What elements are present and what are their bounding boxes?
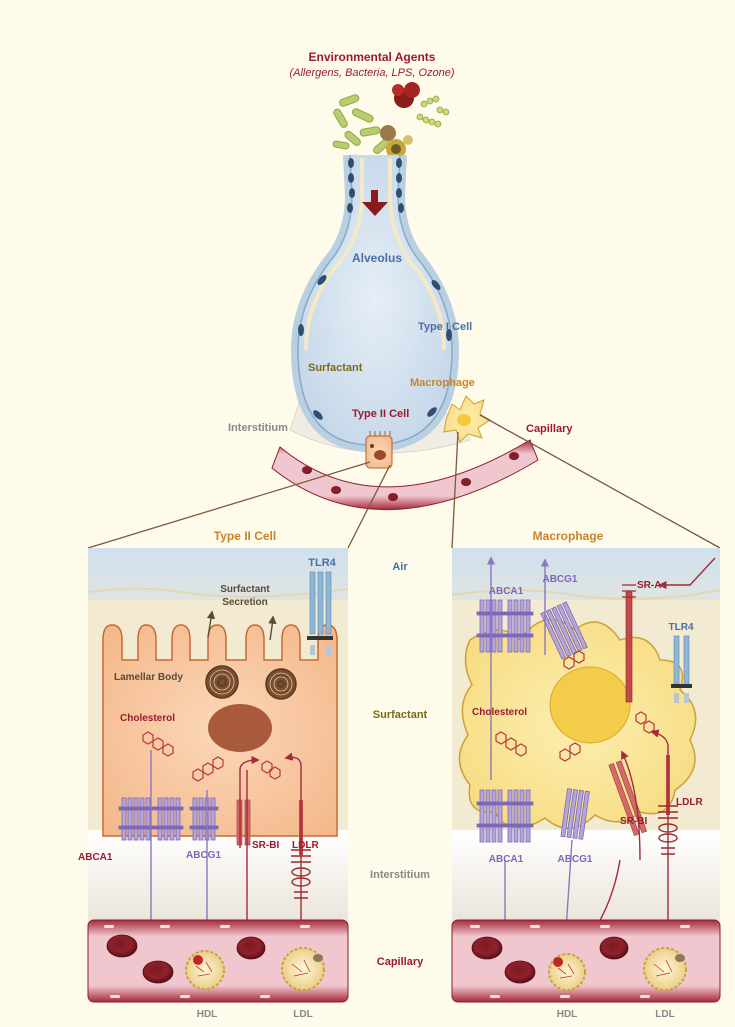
top-interstitium-label: Interstitium — [228, 422, 288, 434]
sra-label: SR-A — [637, 580, 661, 591]
left-panel — [88, 548, 348, 1002]
right-abcg1-top-label: ABCG1 — [542, 574, 577, 585]
left-srbi-label: SR-BI — [252, 840, 279, 851]
middle-surfactant-label: Surfactant — [373, 709, 428, 721]
middle-interstitium-label: Interstitium — [370, 869, 430, 881]
top-macrophage-label: Macrophage — [410, 377, 475, 389]
left-cholesterol-label: Cholesterol — [120, 713, 175, 724]
left-hdl-label: HDL — [197, 1009, 218, 1020]
lamellar-label: Lamellar Body — [114, 672, 183, 683]
right-abca1-bottom-label: ABCA1 — [489, 854, 524, 865]
hdl-particle-icon — [186, 951, 224, 989]
right-srbi-label: SR-BI — [620, 816, 647, 827]
left-tlr4-label: TLR4 — [308, 557, 336, 569]
allergen-particles-icon — [333, 82, 449, 159]
top-surfactant-label: Surfactant — [308, 362, 363, 374]
left-ldlr-label: LDLR — [292, 840, 319, 851]
right-abcg1-bottom-label: ABCG1 — [557, 854, 592, 865]
left-panel-title: Type II Cell — [214, 529, 276, 543]
ldl-particle-icon — [282, 948, 324, 990]
right-panel-title: Macrophage — [533, 529, 604, 543]
middle-air-label: Air — [392, 561, 408, 573]
right-panel — [452, 548, 720, 1002]
right-hdl-label: HDL — [557, 1009, 578, 1020]
top-capillary-label: Capillary — [526, 423, 573, 435]
left-abcg1-label: ABCG1 — [186, 850, 221, 861]
top-type2-label: Type II Cell — [352, 408, 409, 420]
left-ldl-label: LDL — [293, 1009, 312, 1020]
right-ldl-label: LDL — [655, 1009, 674, 1020]
secretion-label-2: Secretion — [222, 597, 268, 608]
alveolus-label: Alveolus — [352, 251, 402, 265]
env-title: Environmental Agents — [309, 50, 436, 64]
type1-label: Type I Cell — [418, 321, 472, 333]
secretion-label-1: Surfactant — [220, 584, 270, 595]
right-tlr4-label: TLR4 — [669, 622, 694, 633]
right-cholesterol-label: Cholesterol — [472, 707, 527, 718]
right-abca1-top-label: ABCA1 — [489, 586, 524, 597]
middle-capillary-label: Capillary — [377, 956, 424, 968]
right-ldlr-label: LDLR — [676, 797, 703, 808]
env-subtitle: (Allergens, Bacteria, LPS, Ozone) — [289, 67, 454, 79]
left-abca1-label: ABCA1 — [78, 852, 113, 863]
